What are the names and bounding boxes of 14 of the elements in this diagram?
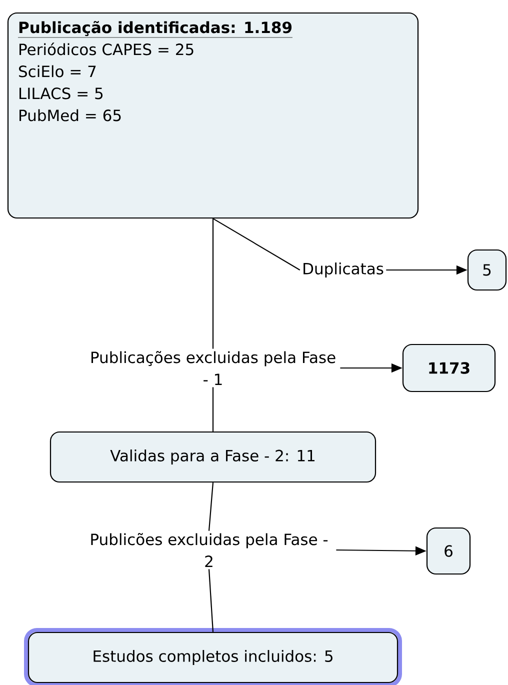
connector-line (208, 569, 214, 632)
connector-line (212, 218, 214, 349)
result-box: Estudos completos incluidos: 5 (28, 632, 398, 684)
connector-line (212, 387, 214, 432)
flow-text: Publicões excluidas pela Fase - 2 (82, 530, 336, 570)
count-box: 1173 (402, 344, 496, 392)
connector-line (208, 482, 214, 531)
flow-text: Duplicatas (300, 260, 386, 280)
source-box: Publicação identificadas: 1.189 Periódicos CAPES = 25 SciElo = 7 LILACS = 5 PubMed = 65 (7, 12, 419, 219)
process-box: Validas para a Fase - 2: 11 (50, 431, 376, 483)
connector-line (212, 218, 300, 270)
flow-text: Publicações excluidas pela Fase - 1 (86, 348, 340, 388)
count-box: 5 (467, 249, 507, 291)
count-box: 6 (426, 527, 471, 575)
